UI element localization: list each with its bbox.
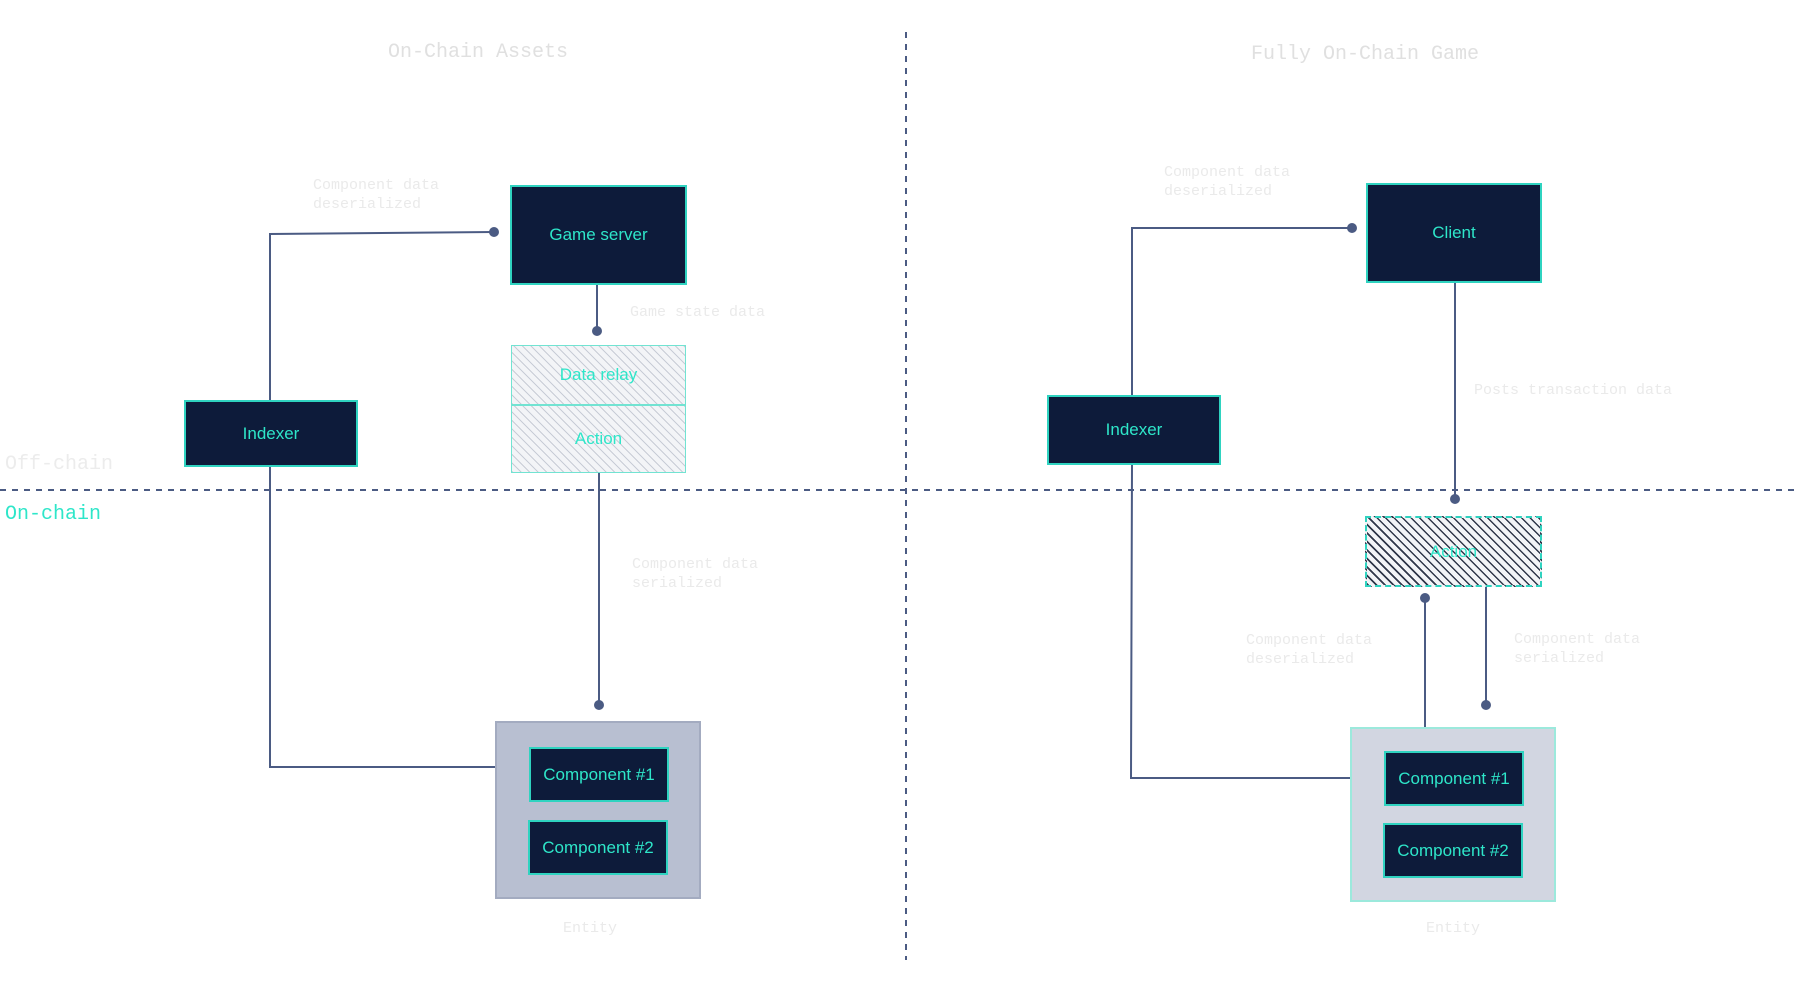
- dot-right-client: [1347, 223, 1357, 233]
- on-chain-label: On-chain: [5, 503, 102, 526]
- right-indexer-node: Indexer: [1047, 395, 1221, 465]
- left-game-server-node: Game server: [510, 185, 687, 285]
- left-data-relay-node: Data relay: [511, 345, 686, 405]
- left-entity-label: Entity: [563, 920, 618, 937]
- left-component-1-node: Component #1: [529, 747, 669, 802]
- left-indexer-node: Indexer: [184, 400, 358, 467]
- left-edge-label-server-relay: Game state data: [630, 304, 766, 321]
- left-edge-label-action-entity: Component data serialized: [632, 556, 759, 592]
- edge-right-indexer-entity: [1129, 464, 1387, 779]
- off-chain-label: Off-chain: [5, 453, 114, 476]
- right-client-node: Client: [1366, 183, 1542, 283]
- dot-left-relay: [592, 326, 602, 336]
- right-component-1-node: Component #1: [1384, 751, 1524, 806]
- dot-right-action-bottom: [1420, 593, 1430, 603]
- right-edge-label-action-entity: Component data serialized: [1514, 631, 1641, 667]
- right-entity-label: Entity: [1426, 920, 1481, 937]
- dot-left-server: [489, 227, 499, 237]
- dot-right-action-top: [1450, 494, 1460, 504]
- dot-left-entity: [594, 700, 604, 710]
- right-title: Fully On-Chain Game: [1251, 43, 1480, 66]
- right-edge-label-entity-action: Component data deserialized: [1246, 632, 1373, 668]
- right-component-2-node: Component #2: [1383, 823, 1523, 878]
- edge-left-indexer-entity: [269, 466, 495, 768]
- left-component-2-node: Component #2: [528, 820, 668, 875]
- dot-right-entity: [1481, 700, 1491, 710]
- edge-right-indexer-client: [1131, 227, 1352, 395]
- right-edge-label-client-action: Posts transaction data: [1474, 382, 1673, 399]
- edge-left-indexer-server: [269, 231, 495, 400]
- right-action-node: Action: [1365, 516, 1542, 587]
- right-edge-label-indexer-client: Component data deserialized: [1164, 164, 1291, 200]
- left-action-node: Action: [511, 405, 686, 473]
- left-edge-label-indexer-server: Component data deserialized: [313, 177, 440, 213]
- left-title: On-Chain Assets: [388, 41, 569, 64]
